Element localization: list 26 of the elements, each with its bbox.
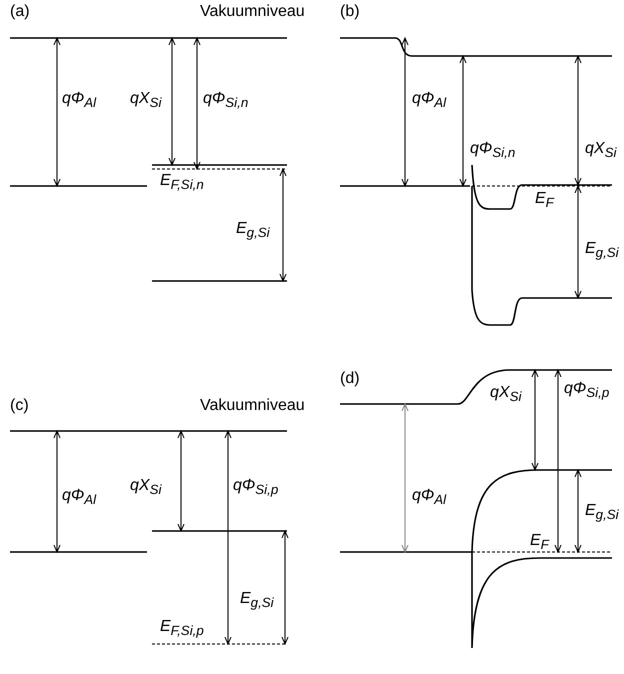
panel-label: (c) — [10, 397, 29, 415]
energy-label: qΦ$_{Si,p}$ — [564, 380, 610, 402]
energy-label: E$_{F,Si,n}$ — [160, 172, 204, 194]
energy-label: E$_{F}$ — [530, 532, 549, 554]
energy-label: qΦ$_{Al}$ — [412, 90, 446, 112]
vacuum-level-label: Vakuumniveau — [200, 3, 305, 21]
energy-label: E$_{g,Si}$ — [585, 502, 619, 524]
energy-label: E$_{g,Si}$ — [240, 590, 274, 612]
energy-label: qX$_{Si}$ — [585, 140, 616, 162]
energy-label: qΦ$_{Al}$ — [62, 90, 96, 112]
panel-label: (a) — [10, 3, 30, 21]
energy-label: qΦ$_{Si,n}$ — [203, 90, 248, 112]
energy-label: qΦ$_{Si,n}$ — [470, 140, 516, 162]
energy-label: qX$_{Si}$ — [130, 477, 162, 500]
energy-label: E$_{F,Si,p}$ — [160, 618, 204, 640]
panel-label: (d) — [340, 370, 360, 388]
panel-label: (b) — [340, 3, 360, 21]
energy-label: qΦ$_{Al}$ — [62, 487, 96, 510]
energy-label: E$_{F}$ — [535, 190, 554, 212]
energy-label: E$_{g,Si}$ — [585, 240, 619, 262]
energy-label: qX$_{Si}$ — [490, 384, 522, 406]
energy-label: E$_{g,Si}$ — [236, 220, 270, 242]
energy-label: qΦ$_{Si,p}$ — [233, 477, 278, 500]
vacuum-level-label: Vakuumniveau — [200, 397, 305, 415]
energy-label: qX$_{Si}$ — [130, 90, 162, 112]
energy-label: qΦ$_{Al}$ — [412, 487, 446, 510]
